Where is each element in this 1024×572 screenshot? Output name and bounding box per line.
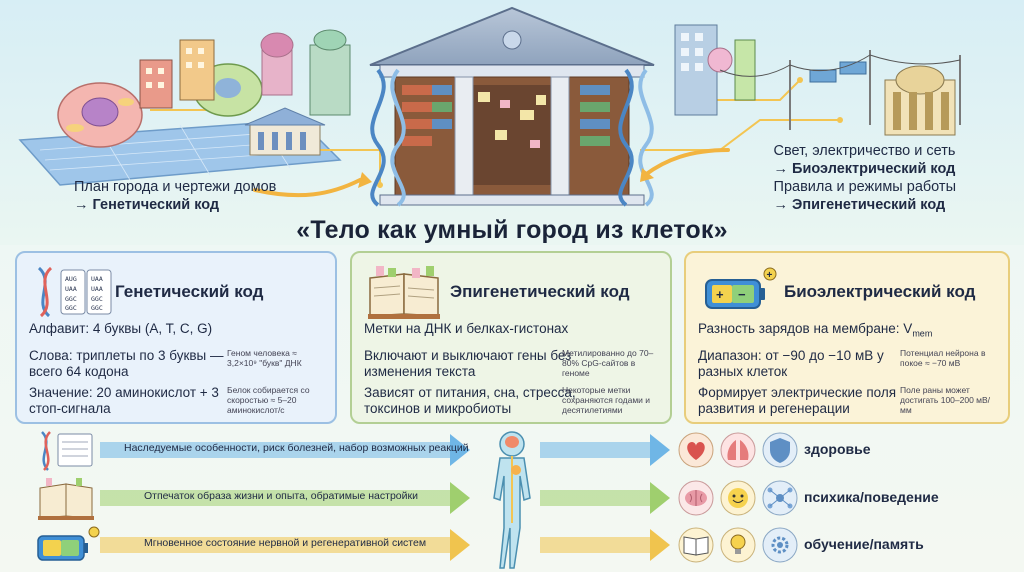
row-note: Белок собирается со скоростью ≈ 5–20 ами… <box>227 385 310 415</box>
codon-line-6: UAA <box>91 285 103 293</box>
flow-label: Наследуемые особенности, риск болезней, … <box>124 442 469 454</box>
card-epigenetic-row-1: Метки на ДНК и белках-гистонах <box>364 321 658 343</box>
card-genetic: AUG UAA GGC GGC UAA UAA GGC GGC Генетиче… <box>15 251 337 424</box>
flow-row-genetic: Наследуемые особенности, риск болезней, … <box>0 428 1024 472</box>
row-note: Геном человека ≈ 3,2×10⁹ "букв" ДНК <box>227 348 302 368</box>
callout-left-line1: План города и чертежи домов <box>74 179 277 195</box>
card-epigenetic-row-2: Включают и выключают гены без изменения … <box>364 348 658 380</box>
row-text-sub: mem <box>912 328 933 339</box>
flow-arrow-right-3 <box>540 529 670 561</box>
codon-line-4: GGC <box>65 304 77 312</box>
row-text-main: Разность зарядов на мембране: V <box>698 321 913 336</box>
library-temple <box>369 6 655 207</box>
row-text: Метки на ДНК и белках-гистонах <box>364 321 569 336</box>
card-bioelectric-row-1: Разность зарядов на мембране: Vmem <box>698 321 996 343</box>
callout-right-line2: → Биоэлектрический код <box>773 161 956 177</box>
animal-cell <box>57 82 143 148</box>
outcome-label: обучение/память <box>804 536 924 552</box>
lightbulb-icon <box>720 527 756 563</box>
flow-label: Мгновенное состояние нервной и регенерат… <box>144 537 427 549</box>
row-note: Некоторые метки сохраняются годами и дес… <box>562 385 651 415</box>
card-genetic-title: Генетический код <box>115 282 264 301</box>
battery-icon: + − + <box>705 267 777 309</box>
codon-line-3: GGC <box>65 295 77 303</box>
human-figure-icon <box>493 431 531 569</box>
codon-line-2: UAA <box>65 285 77 293</box>
heart-icon <box>678 432 714 468</box>
row-note: Потенциал нейрона в покое ≈ −70 мВ <box>900 348 986 368</box>
flow-row-epigenetic: Отпечаток образа жизни и опыта, обратимы… <box>0 476 1024 520</box>
card-epigenetic-title: Эпигенетический код <box>450 282 630 301</box>
row-text: Включают и выключают гены без изменения … <box>364 348 572 379</box>
tagged-book-icon <box>368 266 440 319</box>
card-bioelectric-row-2: Диапазон: от −90 до −10 мВ у разных клет… <box>698 348 996 380</box>
row-text: Разность зарядов на мембране: Vmem <box>698 321 998 342</box>
flow-row-bioelectric: Мгновенное состояние нервной и регенерат… <box>0 523 1024 567</box>
callout-right: Свет, электричество и сеть → Биоэлектрич… <box>774 142 956 214</box>
flow-arrow-2 <box>100 482 470 514</box>
row-text: Диапазон: от −90 до −10 мВ у разных клет… <box>698 348 884 379</box>
dome-cell-tower <box>260 32 294 96</box>
row-text: Формирует электрические поля развития и … <box>698 385 897 416</box>
row-text: Слова: триплеты по 3 буквы — всего 64 ко… <box>29 348 224 379</box>
flow-label: Отпечаток образа жизни и опыта, обратимы… <box>144 490 418 502</box>
svg-text:−: − <box>738 287 746 302</box>
shield-icon <box>762 432 798 468</box>
right-buildings <box>674 24 961 136</box>
flow-arrow-1 <box>100 434 470 466</box>
flow-arrow-right-1 <box>540 434 670 466</box>
codon-line-8: GGC <box>91 304 103 312</box>
callout-right-line4: → Эпигенетический код <box>773 197 946 213</box>
svg-text:+: + <box>767 270 773 281</box>
card-bioelectric: + − + Биоэлектрический код Разность заря… <box>684 251 1010 424</box>
lungs-icon <box>720 432 756 468</box>
dna-codon-icon: AUG UAA GGC GGC UAA UAA GGC GGC <box>37 266 112 318</box>
main-title: «Тело как умный город из клеток» <box>296 216 728 244</box>
row-text: Значение: 20 аминокислот + 3 стоп-сигнал… <box>29 385 219 416</box>
card-bioelectric-row-3: Формирует электрические поля развития и … <box>698 385 996 417</box>
left-buildings <box>139 29 351 156</box>
callout-genetic: План города и чертежи домов → Генетическ… <box>74 178 276 214</box>
city-illustration <box>0 0 1024 245</box>
callout-left-line2: → Генетический код <box>74 197 220 213</box>
row-text: Зависят от питания, сна, стресса, токсин… <box>364 385 576 416</box>
battery-icon <box>37 526 100 561</box>
codon-line-7: GGC <box>91 295 103 303</box>
gear-icon <box>762 527 798 563</box>
codon-line-5: UAA <box>91 275 103 283</box>
svg-text:+: + <box>716 287 724 302</box>
row-text: Алфавит: 4 буквы (A, T, C, G) <box>29 321 213 336</box>
row-note: Метилированно до 70–80% CpG-сайтов в ген… <box>562 348 654 378</box>
card-bioelectric-title: Биоэлектрический код <box>784 282 976 301</box>
tagged-book-icon <box>38 478 94 520</box>
pointer-arrows <box>253 148 730 198</box>
card-genetic-row-1: Алфавит: 4 буквы (A, T, C, G) <box>29 321 323 343</box>
book-icon <box>678 527 714 563</box>
outcome-label: здоровье <box>804 441 871 457</box>
flow-arrow-3 <box>100 529 470 561</box>
card-epigenetic: Эпигенетический код Метки на ДНК и белка… <box>350 251 672 424</box>
flow-arrow-right-2 <box>540 482 670 514</box>
card-epigenetic-row-3: Зависят от питания, сна, стресса, токсин… <box>364 385 658 417</box>
card-genetic-row-2: Слова: триплеты по 3 буквы — всего 64 ко… <box>29 348 323 380</box>
callout-right-line1: Свет, электричество и сеть <box>773 143 956 159</box>
brain-icon <box>678 480 714 516</box>
flow-graphics <box>37 431 798 569</box>
flow-section: Наследуемые особенности, риск болезней, … <box>0 428 1024 572</box>
network-icon <box>762 480 798 516</box>
dna-codon-icon <box>41 431 93 471</box>
smile-icon <box>720 480 756 516</box>
row-note: Поле раны может достигать 100–200 мВ/мм <box>900 385 991 415</box>
callout-right-line3: Правила и режимы работы <box>773 179 956 195</box>
card-genetic-row-3: Значение: 20 аминокислот + 3 стоп-сигнал… <box>29 385 323 417</box>
codon-line-1: AUG <box>65 275 77 283</box>
outcome-label: психика/поведение <box>804 489 939 505</box>
